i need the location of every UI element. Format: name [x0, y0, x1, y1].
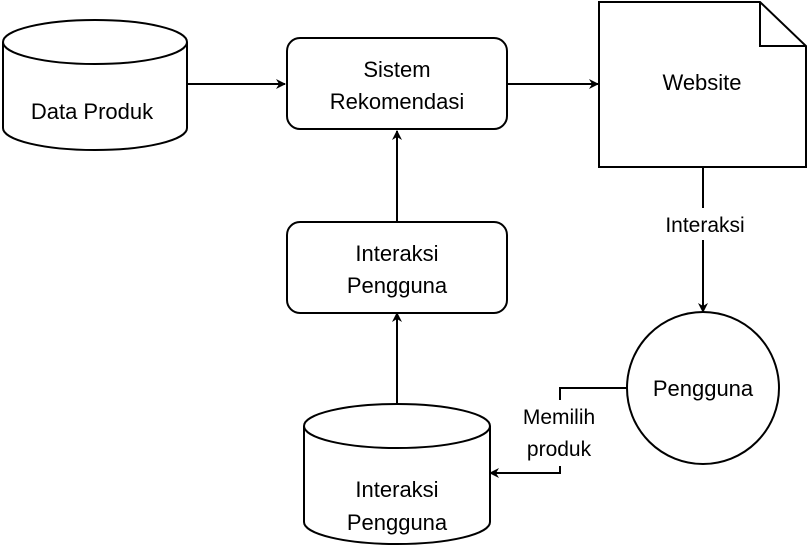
node-label-sistem: Sistem: [363, 57, 430, 82]
node-label-interaksi-process-1: Interaksi: [355, 241, 438, 266]
node-label-rekomendasi: Rekomendasi: [330, 89, 465, 114]
node-sistem-rekomendasi: Sistem Rekomendasi: [286, 37, 508, 130]
edge-website-to-pengguna: Interaksi: [655, 168, 753, 313]
node-label-interaksi-db-2: Pengguna: [347, 510, 448, 535]
node-label-interaksi-db-1: Interaksi: [355, 477, 438, 502]
edge-label-memilih: Memilih: [523, 406, 595, 429]
node-label-pengguna: Pengguna: [653, 376, 754, 401]
edge-label-interaksi: Interaksi: [665, 214, 744, 237]
edge-label-produk: produk: [527, 438, 592, 461]
node-pengguna: Pengguna: [626, 311, 780, 465]
node-data-produk: Data Produk: [2, 19, 188, 151]
edge-pengguna-to-interaksi-db: Memilih produk: [489, 387, 627, 478]
node-website: Website: [598, 1, 807, 168]
node-label-data-produk: Data Produk: [31, 99, 154, 124]
node-interaksi-pengguna-db: Interaksi Pengguna: [303, 403, 491, 545]
node-label-website: Website: [662, 70, 741, 95]
node-label-interaksi-process-2: Pengguna: [347, 273, 448, 298]
node-interaksi-pengguna-process: Interaksi Pengguna: [286, 221, 508, 314]
